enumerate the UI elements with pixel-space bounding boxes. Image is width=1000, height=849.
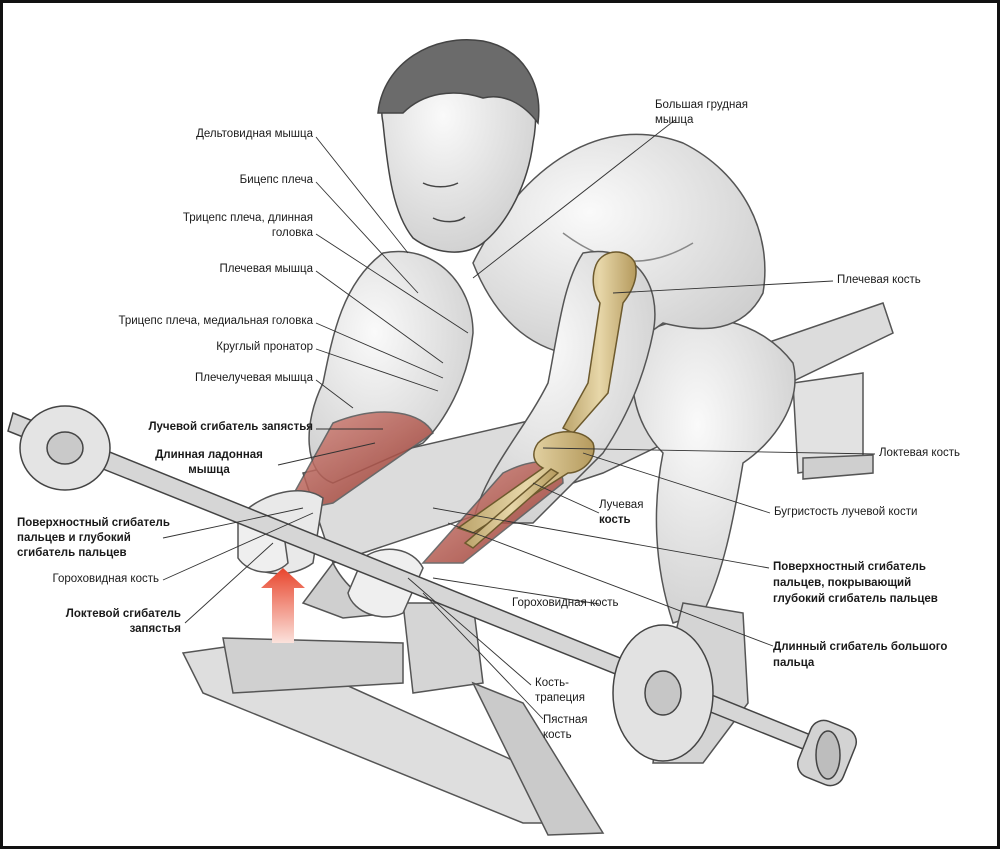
anatomy-illustration	[7, 39, 894, 836]
label-fds-left-3: сгибатель пальцев	[17, 547, 127, 559]
label-metacarpal-2: кость	[543, 729, 572, 741]
label-palmaris-1: Длинная ладонная	[155, 449, 263, 461]
label-brachialis: Плечевая мышца	[219, 263, 313, 275]
head	[377, 39, 540, 253]
label-fds-left-2: пальцев и глубокий	[17, 532, 131, 544]
label-fcu-2: запястья	[129, 623, 181, 635]
label-trapezium-1: Кость-	[535, 677, 569, 689]
label-triceps-medial: Трицепс плеча, медиальная головка	[118, 315, 313, 327]
label-fds-right-2: пальцев, покрывающий	[773, 577, 912, 589]
leader-lines	[162, 119, 876, 720]
label-triceps-long-1: Трицепс плеча, длинная	[182, 212, 313, 224]
label-deltoid: Дельтовидная мышца	[196, 128, 313, 140]
label-fcu-1: Локтевой сгибатель	[65, 608, 181, 620]
label-radial-tuberosity: Бугристость лучевой кости	[774, 506, 918, 518]
label-ulna: Локтевая кость	[879, 447, 960, 459]
label-pisiform-left: Гороховидная кость	[52, 573, 159, 585]
up-arrow	[261, 568, 305, 643]
label-radius-1: Лучевая	[599, 499, 644, 511]
label-pisiform-right: Гороховидная кость	[512, 597, 619, 609]
forearm-bones	[456, 431, 595, 549]
barbell	[7, 405, 858, 787]
label-pectoralis-1: Большая грудная	[655, 99, 748, 111]
label-fds-right-1: Поверхностный сгибатель	[773, 561, 926, 573]
label-radius-2: кость	[599, 514, 631, 526]
label-pectoralis-2: мышца	[655, 114, 694, 126]
label-humerus: Плечевая кость	[837, 274, 921, 286]
label-fpl-1: Длинный сгибатель большого	[773, 641, 948, 653]
humerus-bone	[561, 251, 637, 434]
label-trapezium-2: трапеция	[535, 692, 585, 704]
label-brachioradialis: Плечелучевая мышца	[194, 372, 313, 384]
label-fds-left-1: Поверхностный сгибатель	[17, 517, 170, 529]
label-fcr: Лучевой сгибатель запястья	[148, 421, 313, 433]
label-metacarpal-1: Пястная	[543, 714, 588, 726]
label-fpl-2: пальца	[773, 657, 815, 669]
label-biceps: Бицепс плеча	[239, 174, 313, 186]
label-fds-right-3: глубокий сгибатель пальцев	[773, 593, 938, 605]
label-triceps-long-2: головка	[271, 227, 313, 239]
label-pronator: Круглый пронатор	[216, 341, 313, 353]
label-palmaris-2: мышца	[188, 464, 230, 476]
